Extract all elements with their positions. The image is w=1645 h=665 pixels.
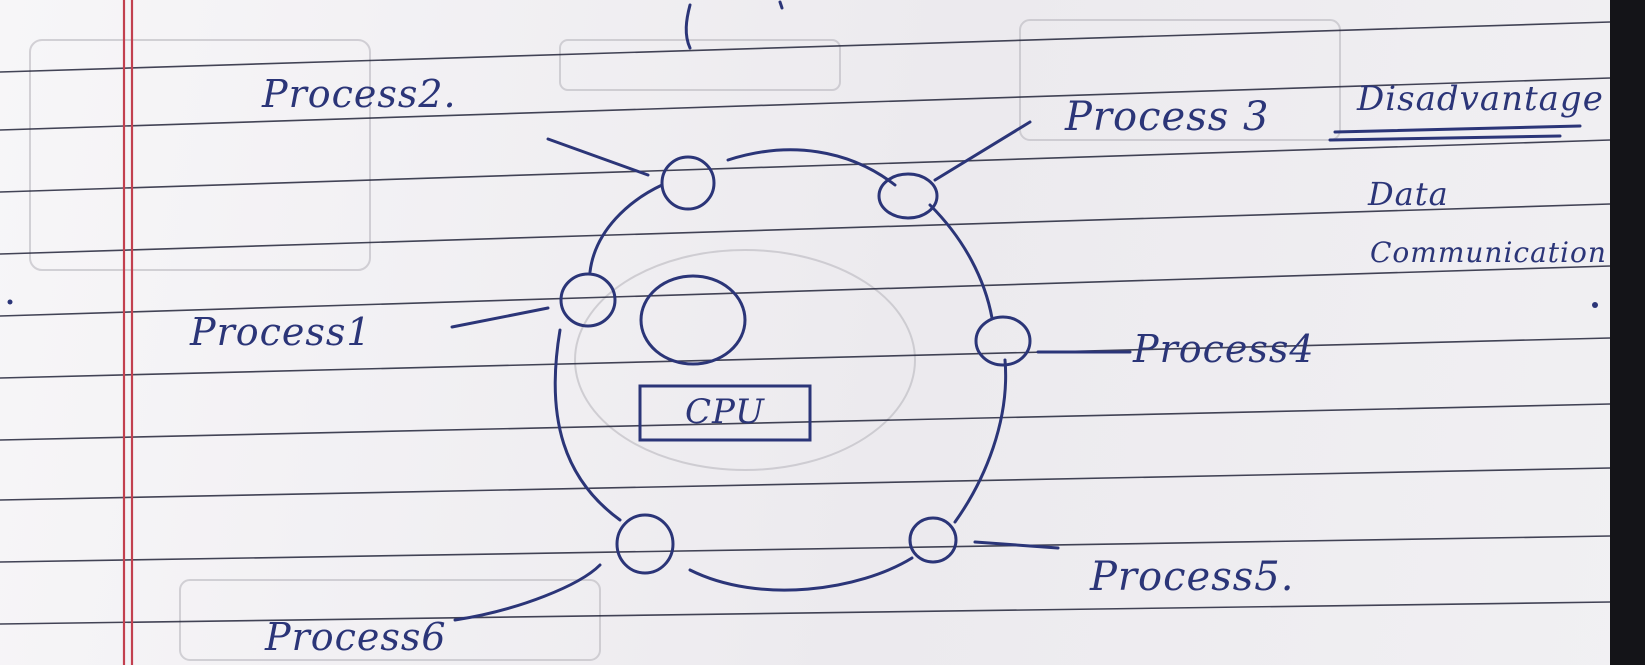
node-process6	[615, 513, 675, 575]
leader-process2	[546, 137, 650, 177]
process-nodes	[559, 155, 1032, 575]
leader-process5	[973, 540, 1060, 550]
leader-lines	[450, 120, 1132, 622]
stray-pen-dot	[778, 0, 784, 10]
cpu-box	[638, 384, 812, 442]
process-ring	[553, 148, 1008, 592]
node-process2	[660, 155, 716, 211]
node-process4	[974, 315, 1032, 367]
leader-process6	[453, 563, 602, 622]
notes-heading: Disadvantage	[1356, 79, 1604, 119]
label-process2: Process2.	[261, 72, 457, 116]
stray-pen-stroke	[684, 3, 692, 50]
node-process1	[559, 272, 617, 328]
pen-dot	[1592, 302, 1598, 308]
label-process5: Process5.	[1089, 554, 1294, 600]
ring-link-p1-p2	[588, 183, 664, 274]
ring-link-p4-p5	[953, 358, 1008, 524]
bleed-through-marks	[29, 19, 1341, 661]
ring-link-p6-p1	[553, 328, 622, 522]
memory-circle	[639, 274, 747, 366]
ring-link-p2-p3	[726, 148, 897, 187]
label-process4: Process4	[1132, 327, 1315, 371]
notes-line1: Data	[1367, 175, 1449, 213]
node-process3	[877, 172, 939, 220]
label-process3: Process 3	[1064, 94, 1269, 140]
leader-process1	[450, 306, 550, 329]
notes-line2: Communication	[1370, 236, 1607, 269]
ring-link-p3-p4	[928, 203, 994, 320]
notes-heading-underline	[1333, 124, 1582, 134]
node-process5	[908, 516, 958, 564]
label-process1: Process1	[189, 310, 372, 354]
ruled-lines	[0, 21, 1611, 625]
cpu-label: CPU	[685, 392, 765, 432]
pen-dot	[7, 299, 13, 305]
leader-process3	[933, 120, 1032, 182]
label-process6: Process6	[264, 615, 447, 659]
notes-heading-underline-2	[1328, 134, 1562, 142]
page-edge	[1610, 0, 1645, 665]
ring-link-p5-p6	[688, 556, 914, 592]
